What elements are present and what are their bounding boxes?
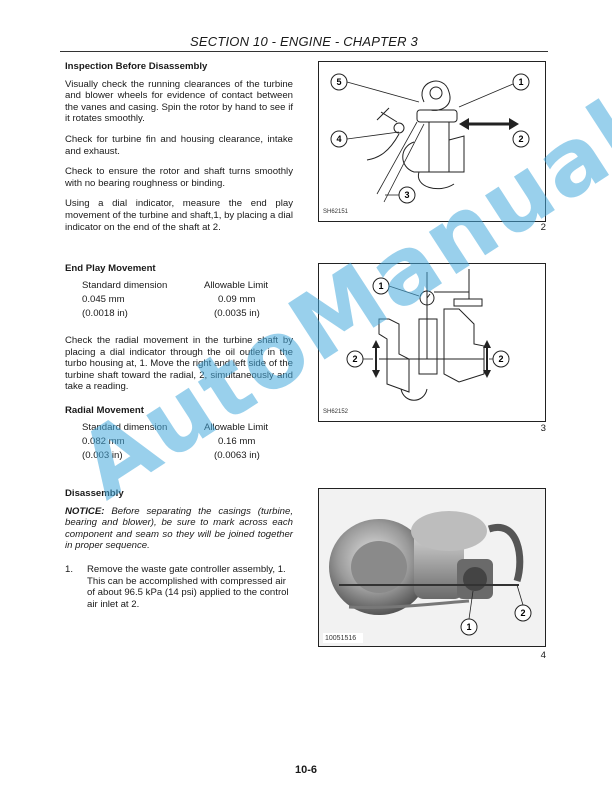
callout-1: 1 [378, 281, 383, 291]
disassembly-section: Disassembly NOTICE: Before separating th… [65, 488, 293, 610]
callout-2-right: 2 [498, 354, 503, 364]
table-cell: 0.045 mm [82, 294, 125, 305]
radial-heading: Radial Movement [65, 405, 144, 416]
figure-2-turbo-end-play: 5 1 4 2 3 SH62151 [318, 61, 546, 222]
callout-5: 5 [336, 77, 341, 87]
table-cell: 0.09 mm [218, 294, 256, 305]
callout-2: 2 [520, 608, 525, 618]
radial-section: Radial Movement [65, 405, 293, 423]
radial-check-paragraph: Check the radial movement in the turbine… [65, 335, 293, 393]
notice-paragraph: NOTICE: Before separating the casings (t… [65, 506, 293, 552]
callout-1: 1 [518, 77, 523, 87]
table-cell: (0.003 in) [82, 450, 123, 461]
figure-code: 10051516 [325, 635, 357, 642]
turbo-end-play-diagram: 5 1 4 2 3 [330, 73, 530, 204]
page-number: 10-6 [294, 764, 318, 776]
table-cell: (0.0018 in) [82, 308, 128, 319]
disassembly-heading: Disassembly [65, 488, 124, 499]
table-cell: (0.0035 in) [214, 308, 260, 319]
inspection-paragraph-3: Check to ensure the rotor and shaft turn… [65, 166, 293, 189]
figure-3-turbo-radial: 1 2 2 SH62152 [318, 263, 546, 422]
callout-2-left: 2 [352, 354, 357, 364]
end-play-table: Standard dimension Allowable Limit 0.045… [82, 279, 282, 323]
header-rule [60, 51, 548, 52]
callout-3: 3 [404, 190, 409, 200]
list-text: Remove the waste gate controller assembl… [87, 563, 289, 610]
figure-number: 3 [540, 423, 546, 434]
table-cell: 0.082 mm [82, 436, 125, 447]
notice-text: Before separating the casings (turbine, … [65, 505, 293, 552]
section-header: SECTION 10 - ENGINE - CHAPTER 3 [190, 34, 418, 49]
inspection-paragraph-4: Using a dial indicator, measure the end … [65, 198, 293, 233]
inspection-paragraph-2: Check for turbine fin and housing cleara… [65, 133, 293, 157]
figure-code: SH62152 [323, 409, 349, 415]
figure-code: SH62151 [323, 209, 349, 215]
list-number: 1. [65, 563, 74, 575]
figure-4-turbo-photo: 1 2 10051516 [318, 488, 546, 647]
end-play-section: End Play Movement [65, 263, 293, 281]
callout-2: 2 [518, 134, 523, 144]
callout-1: 1 [466, 622, 471, 632]
notice-label: NOTICE: [65, 505, 105, 517]
table-cell: 0.16 mm [218, 436, 256, 447]
inspection-section: Inspection Before Disassembly Visually c… [65, 61, 293, 242]
table-cell: (0.0063 in) [214, 450, 260, 461]
inspection-paragraph-1: Visually check the running clearances of… [65, 78, 293, 125]
radial-check-section: Check the radial movement in the turbine… [65, 335, 293, 402]
turbo-photo-illustration: 1 2 [319, 489, 545, 646]
table-header-standard: Standard dimension [82, 280, 168, 291]
radial-table: Standard dimension Allowable Limit 0.082… [82, 421, 282, 465]
table-header-standard: Standard dimension [82, 422, 168, 433]
table-header-limit: Allowable Limit [204, 422, 268, 433]
table-header-limit: Allowable Limit [204, 280, 268, 291]
figure-number: 4 [540, 650, 546, 661]
callout-4: 4 [336, 134, 341, 144]
inspection-heading: Inspection Before Disassembly [65, 61, 208, 72]
figure-number: 2 [540, 222, 546, 233]
turbo-radial-diagram: 1 2 2 [346, 269, 510, 401]
end-play-heading: End Play Movement [65, 263, 156, 274]
list-item: 1. Remove the waste gate controller asse… [65, 564, 293, 610]
